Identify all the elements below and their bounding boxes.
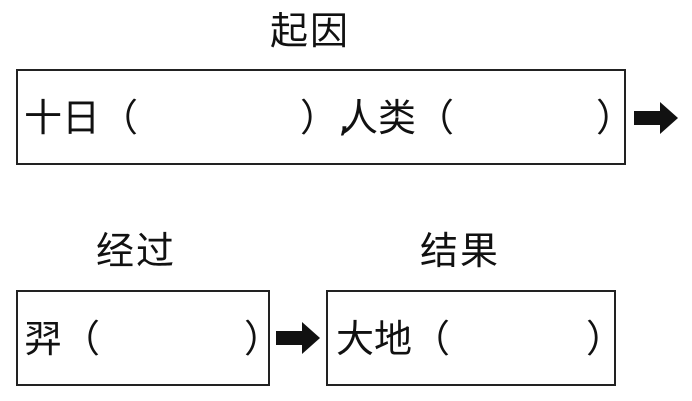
process-to-result-arrow-icon [276,322,320,354]
cause-part2-close: ） [596,96,635,140]
process-box: 羿（ ） [16,290,282,386]
cause-to-process-arrow-icon [634,102,678,134]
cause-part1-label: 十日（ [24,96,139,140]
result-close: ） [586,317,625,361]
result-heading: 结果 [420,229,501,273]
result-label: 大地（ [336,317,451,361]
process-close: ） [244,317,283,361]
cause-part1-close: ）, [300,96,351,140]
cause-part2-label: 人类（ [340,96,455,140]
cause-heading: 起因 [270,9,351,53]
process-label: 羿（ [24,317,101,361]
result-box: 大地（ ） [326,290,624,386]
process-heading: 经过 [96,229,177,273]
cause-box: 十日（ ）, 人类（ ） [16,69,634,165]
